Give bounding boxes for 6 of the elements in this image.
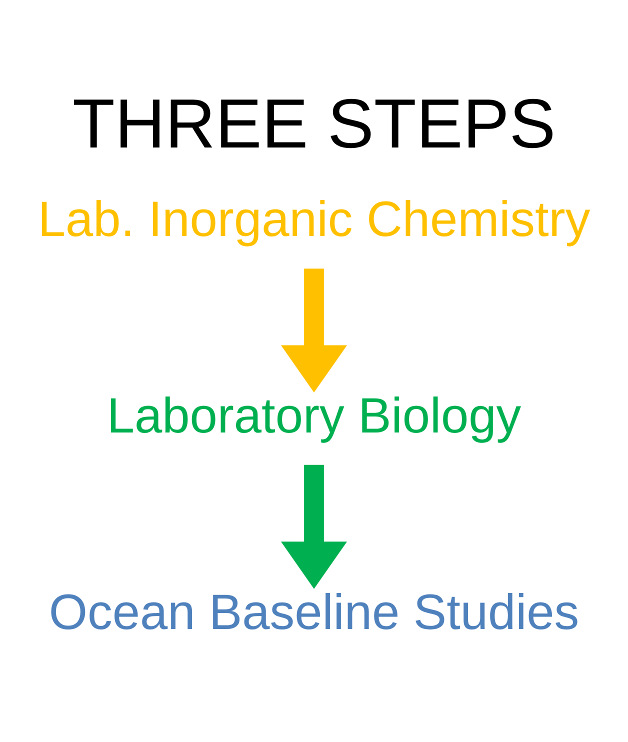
node-text: Ocean Baseline Studies xyxy=(48,583,580,640)
arrow xyxy=(280,268,348,392)
node-text: Laboratory Biology xyxy=(106,386,522,443)
arrow xyxy=(280,464,348,588)
node-text: Lab. Inorganic Chemistry xyxy=(38,190,590,247)
diagram-title: THREE STEPS xyxy=(72,84,556,162)
